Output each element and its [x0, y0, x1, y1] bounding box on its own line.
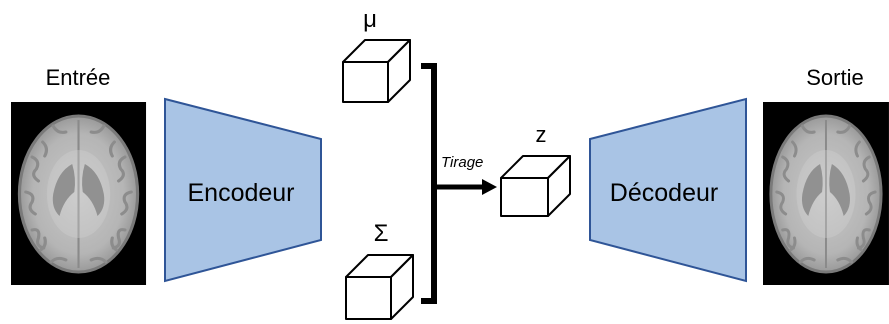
decoder-label: Décodeur	[610, 179, 718, 207]
sampling-label: Tirage	[441, 154, 483, 171]
sigma-box	[345, 254, 414, 320]
mu-label: μ	[363, 6, 377, 33]
sigma-label: Σ	[374, 220, 389, 247]
encoder-label: Encodeur	[187, 179, 294, 207]
input-image	[9, 100, 148, 287]
encoder-block	[164, 97, 322, 283]
z-box	[500, 155, 571, 217]
input-label: Entrée	[46, 65, 111, 90]
output-label: Sortie	[806, 65, 863, 90]
sampling-arrowhead	[482, 179, 497, 195]
mu-box	[342, 39, 411, 103]
decoder-block	[589, 97, 747, 283]
z-label: z	[536, 122, 547, 147]
bracket	[421, 63, 437, 304]
output-image	[761, 100, 889, 287]
